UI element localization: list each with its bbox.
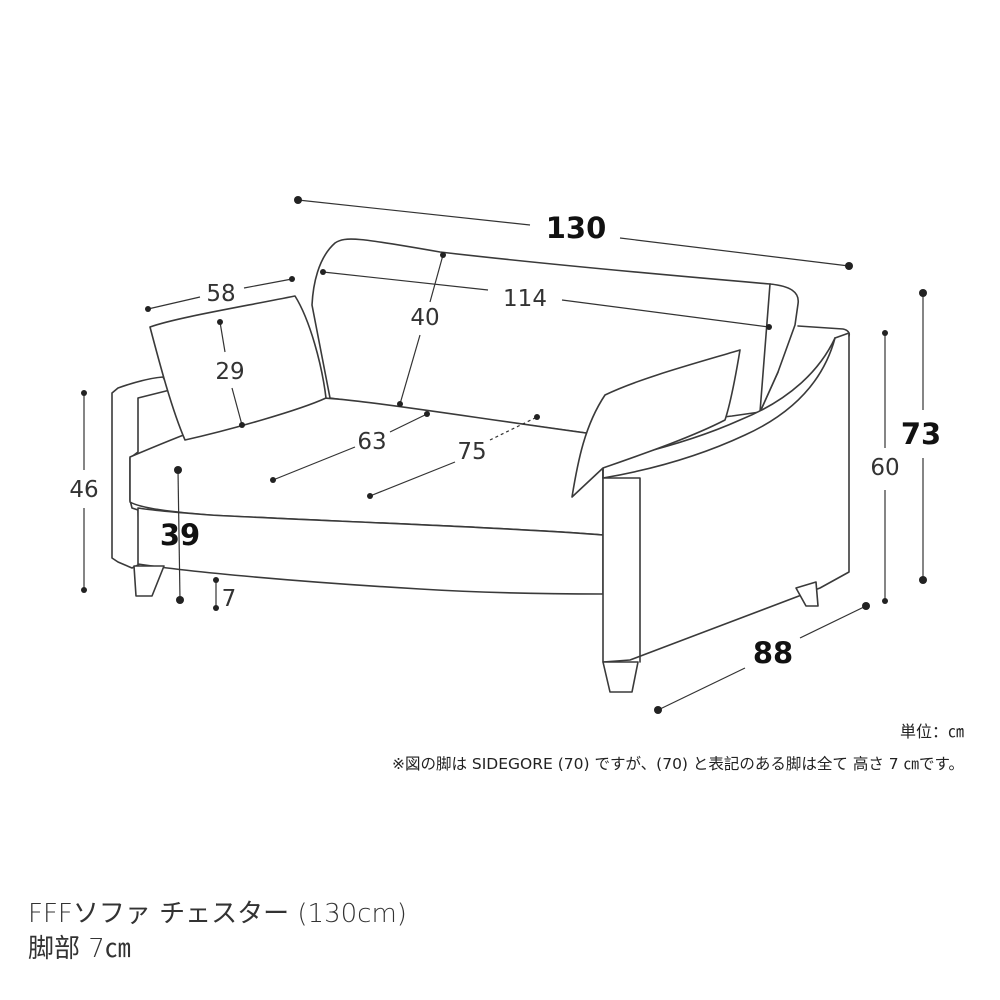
sofa-right-arm-front [602, 477, 641, 663]
sofa-right-arm-top [602, 325, 851, 479]
sofa-back-right-panel [759, 283, 799, 413]
label-seat-depth-inner: 63 [357, 429, 386, 455]
sofa-cushion-right [571, 349, 741, 498]
sofa-cushion-left [149, 295, 327, 441]
label-backrest-height: 40 [410, 305, 439, 331]
label-backrest-width: 114 [503, 286, 547, 312]
label-cushion-height: 29 [215, 359, 244, 385]
label-width-total: 130 [546, 211, 607, 245]
dimension-lines [81, 196, 927, 714]
sofa-leg-front-left [133, 565, 165, 597]
sofa-illustration [111, 238, 851, 693]
sofa-leg-front-right [602, 661, 639, 693]
label-seat-width: 75 [457, 439, 486, 465]
label-depth-total: 88 [753, 636, 793, 670]
unit-note: 単位：㎝ [899, 722, 964, 741]
label-seat-height: 39 [160, 518, 200, 552]
dimension-labels: 130 114 40 58 29 63 75 46 39 7 60 73 88 [69, 211, 941, 670]
product-subtitle: 脚部 7㎝ [28, 934, 131, 964]
label-height-total: 73 [901, 417, 941, 451]
label-leg-height: 7 [222, 586, 237, 612]
label-cushion-width: 58 [206, 281, 235, 307]
label-arm-side-height: 60 [870, 455, 899, 481]
label-arm-height: 46 [69, 477, 98, 503]
legs-note: ※図の脚は SIDEGORE (70) ですが、(70) と表記のある脚は全て … [391, 755, 964, 773]
product-title: FFFソファ チェスター (130cm) [28, 899, 407, 929]
sofa-leg-back-right [795, 581, 819, 607]
